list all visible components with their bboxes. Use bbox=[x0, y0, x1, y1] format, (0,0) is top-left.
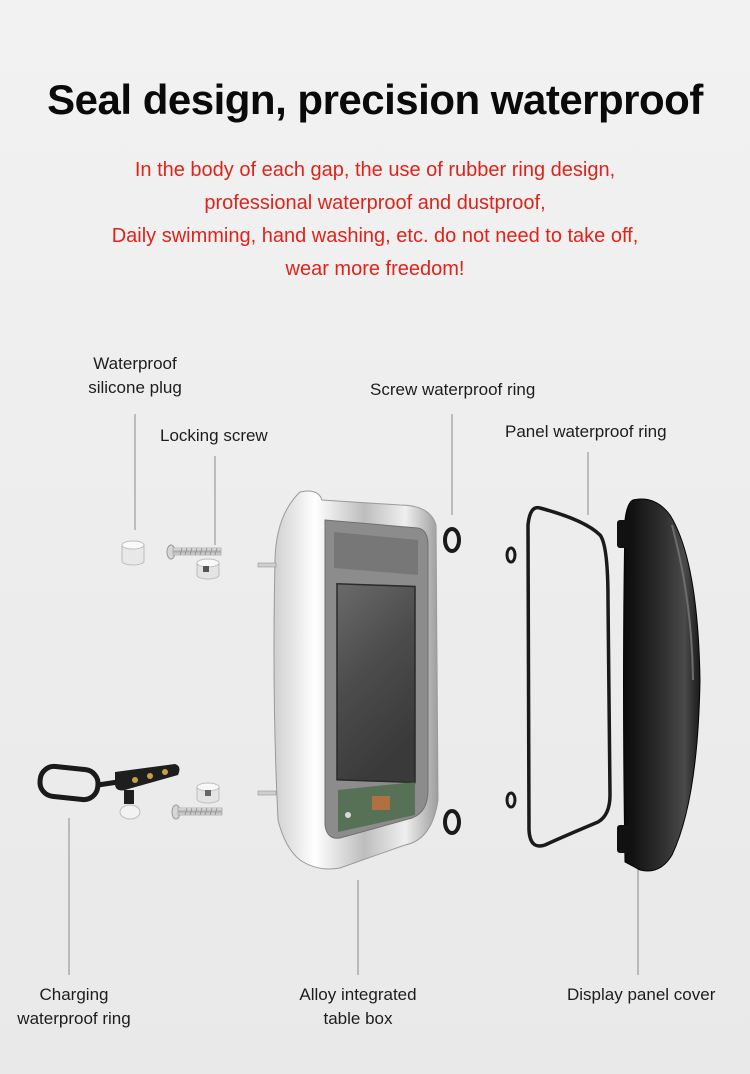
leader-lines bbox=[68, 414, 639, 975]
display-panel-cover bbox=[617, 498, 701, 872]
charging-dock bbox=[37, 763, 180, 820]
page-title: Seal design, precision waterproof bbox=[47, 76, 703, 123]
description: In the body of each gap, the use of rubb… bbox=[0, 154, 750, 286]
description-line-1: In the body of each gap, the use of rubb… bbox=[134, 159, 616, 181]
locking-screw-top bbox=[166, 544, 222, 560]
screw-nut-top bbox=[196, 558, 220, 580]
locking-screw-bottom bbox=[171, 804, 223, 820]
description-line-3: Daily swimming, hand washing, etc. do no… bbox=[111, 225, 639, 247]
silicone-plug bbox=[121, 540, 145, 566]
label-panel-waterproof-ring: Panel waterproof ring bbox=[505, 422, 667, 441]
description-line-4: wear more freedom! bbox=[285, 258, 465, 280]
screw-waterproof-rings bbox=[443, 527, 517, 835]
description-line-2: professional waterproof and dustproof, bbox=[204, 192, 546, 214]
label-silicone-plug: Waterproof silicone plug bbox=[88, 354, 182, 397]
label-display-panel-cover: Display panel cover bbox=[567, 985, 716, 1004]
label-locking-screw: Locking screw bbox=[160, 426, 268, 445]
alloy-table-box bbox=[257, 490, 439, 870]
label-screw-waterproof-ring: Screw waterproof ring bbox=[370, 380, 536, 399]
silicone-plug-bottom bbox=[196, 782, 220, 804]
label-charging-waterproof-ring: Charging waterproof ring bbox=[17, 985, 131, 1028]
panel-waterproof-ring bbox=[526, 505, 612, 848]
label-alloy-table-box: Alloy integrated table box bbox=[299, 985, 417, 1028]
